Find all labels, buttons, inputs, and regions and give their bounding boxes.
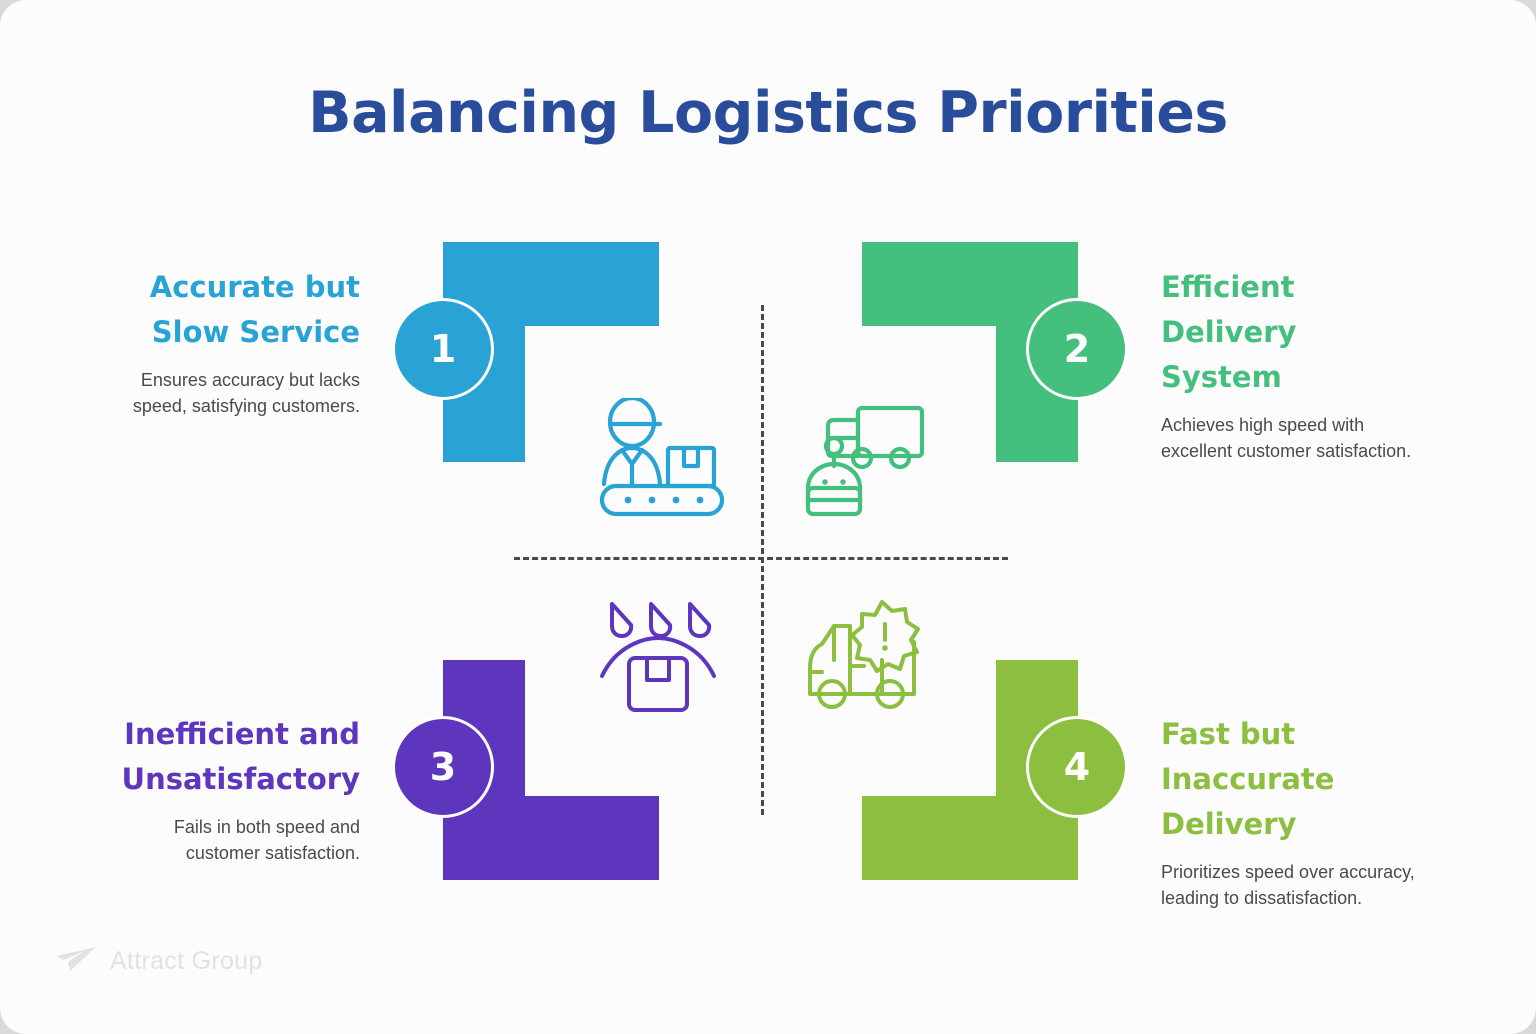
- quadrant-1-heading: Accurate but Slow Service: [149, 270, 360, 349]
- quadrant-1-number: 1: [429, 327, 457, 371]
- quadrant-3-number-badge[interactable]: 3: [392, 716, 494, 818]
- rain-damaged-package-icon: [598, 598, 718, 719]
- worker-conveyor-package-icon: [598, 395, 726, 523]
- quadrant-4-number-badge[interactable]: 4: [1026, 716, 1128, 818]
- page-title: Balancing Logistics Priorities: [308, 80, 1228, 146]
- quadrant-1-description: Ensures accuracy but lacks speed, satisf…: [132, 369, 360, 416]
- brand-name: Attract Group: [110, 947, 263, 975]
- quadrant-4-description: Prioritizes speed over accuracy, leading…: [1161, 861, 1415, 908]
- quadrant-2-text-block: Efficient Delivery System Achieves high …: [1161, 265, 1423, 464]
- quadrant-3-number: 3: [429, 745, 457, 789]
- vertical-divider: [761, 305, 764, 815]
- quadrant-1-text-block: Accurate but Slow Service Ensures accura…: [98, 265, 360, 419]
- footer-brand[interactable]: Attract Group: [54, 945, 263, 978]
- quadrant-3-description: Fails in both speed and customer satisfa…: [173, 816, 360, 863]
- quadrant-2-number-badge[interactable]: 2: [1026, 298, 1128, 400]
- quadrant-4-shape: [862, 660, 1078, 880]
- quadrant-3-heading: Inefficient and Unsatisfactory: [121, 717, 360, 796]
- quadrant-1-shape: [443, 242, 659, 462]
- quadrant-3-shape: [443, 660, 659, 880]
- quadrant-3-text-block: Inefficient and Unsatisfactory Fails in …: [98, 712, 360, 866]
- truck-warning-alert-icon: [804, 598, 926, 721]
- quadrant-2-number: 2: [1063, 327, 1091, 371]
- quadrant-2-shape: [862, 242, 1078, 462]
- quadrant-2-description: Achieves high speed with excellent custo…: [1161, 414, 1412, 461]
- quadrant-1-number-badge[interactable]: 1: [392, 298, 494, 400]
- paper-plane-icon: [54, 945, 98, 978]
- quadrant-4-number: 4: [1063, 745, 1091, 789]
- delivery-truck-robot-icon: [800, 400, 928, 523]
- quadrant-2-heading: Efficient Delivery System: [1161, 270, 1297, 394]
- quadrant-4-text-block: Fast but Inaccurate Delivery Prioritizes…: [1161, 712, 1423, 911]
- quadrant-4-heading: Fast but Inaccurate Delivery: [1161, 717, 1335, 841]
